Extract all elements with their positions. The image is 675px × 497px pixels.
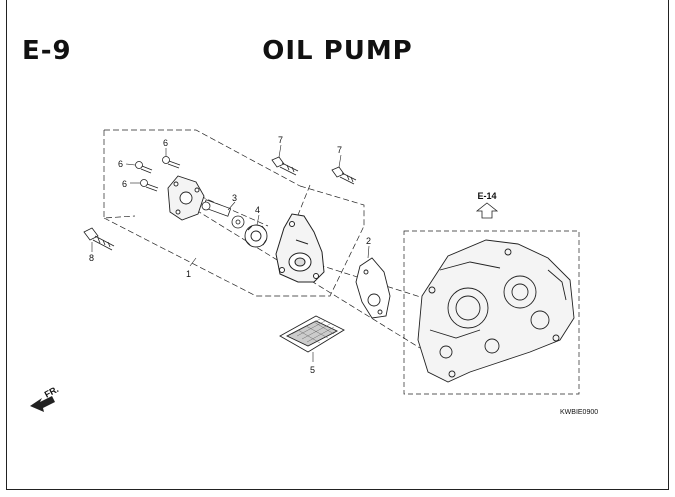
callout-8: 8 [89, 253, 94, 263]
crankcase-illustration [417, 239, 575, 383]
section-code: E-9 [22, 36, 72, 66]
bolt-8 [83, 227, 115, 251]
page-title: OIL PUMP [262, 36, 413, 66]
leader-2 [367, 245, 370, 259]
callout-1: 1 [186, 269, 191, 279]
leader-6-middle [125, 163, 136, 166]
page-frame [6, 0, 669, 490]
callout-7-left: 7 [278, 135, 283, 145]
bolt-6-lower [140, 179, 159, 192]
callout-6-upper: 6 [163, 138, 168, 148]
callout-3: 3 [232, 193, 237, 203]
inner-rotor [231, 215, 245, 229]
bolt-7-right [331, 166, 357, 185]
front-direction-icon [30, 396, 55, 412]
bolt-6-upper [162, 156, 181, 169]
leader-4 [256, 214, 260, 226]
leader-3 [227, 201, 236, 211]
callout-4: 4 [255, 205, 260, 215]
reference-arrow-icon [475, 202, 499, 219]
leader-7-right [338, 154, 342, 168]
callout-6-middle: 6 [118, 159, 123, 169]
leader-7-left [278, 144, 282, 158]
oil-strainer-5 [279, 315, 345, 353]
drawing-code: KWBIE0900 [560, 409, 598, 416]
bolt-6-middle [135, 161, 153, 174]
callout-7-right: 7 [337, 145, 342, 155]
pump-shaft-3 [201, 199, 232, 217]
front-direction-label: FR. [43, 384, 60, 400]
callout-6-lower: 6 [122, 179, 127, 189]
gasket-2 [355, 257, 391, 319]
pump-cover [167, 175, 205, 221]
reference-label: E-14 [477, 191, 496, 201]
callout-5: 5 [310, 365, 315, 375]
bolt-7-left [271, 156, 299, 176]
crankcase-reference-box [403, 230, 580, 395]
leader-1 [189, 257, 197, 267]
outer-rotor-4 [244, 224, 268, 248]
callout-2: 2 [366, 236, 371, 246]
pump-body [275, 213, 325, 283]
